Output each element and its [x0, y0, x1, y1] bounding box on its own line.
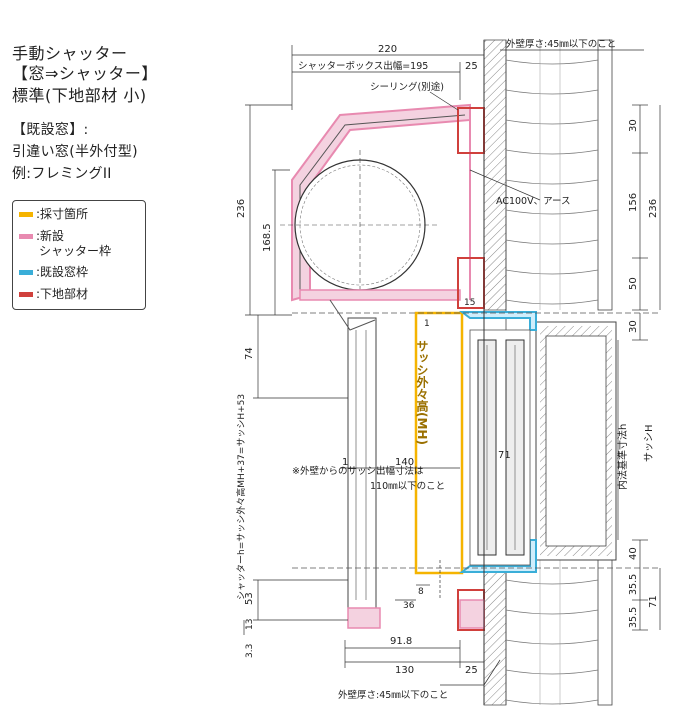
- note-wall-top: 外壁厚さ:45㎜以下のこと: [506, 38, 616, 50]
- measure-swatch-icon: [19, 212, 33, 217]
- dim-r35-5-b: 35.5: [628, 607, 639, 628]
- dim-r71: 71: [648, 595, 659, 608]
- dim-1-top: 1: [424, 319, 430, 329]
- note-sash-2: 110㎜以下のこと: [370, 481, 445, 492]
- legend-item-existing: :既設窓枠: [19, 265, 88, 280]
- dim-1-mid: 1: [342, 457, 348, 468]
- title-line-2: 【窓⇒シャッター】: [12, 64, 158, 83]
- dim-74: 74: [244, 347, 255, 360]
- legend: :採寸箇所 :新設 シャッター枠 :既設窓枠 :下地部材: [12, 200, 146, 310]
- new-frame-swatch-icon: [19, 234, 33, 239]
- dim-r156: 156: [628, 193, 639, 212]
- dimension-labels: 220 25 シャッターボックス出幅=195 236 168.5 74 15 1…: [236, 44, 659, 676]
- dim-220: 220: [378, 44, 397, 55]
- dim-140: 140: [395, 457, 414, 468]
- dimension-lines: [243, 45, 661, 686]
- base-swatch-icon: [19, 292, 33, 297]
- legend-item-measure: :採寸箇所: [19, 207, 88, 222]
- existing-window: [459, 311, 537, 573]
- sash-height-label: サッシ外々高(MH): [415, 340, 429, 445]
- dim-3-3: 3.3: [245, 644, 255, 658]
- existing-window-label: 【既設窓】:: [12, 122, 89, 138]
- dim-box-width: シャッターボックス出幅=195: [298, 60, 428, 72]
- shutter-curtain: [329, 299, 485, 629]
- existing-swatch-icon: [19, 270, 33, 275]
- dim-r30-mid: 30: [628, 320, 639, 333]
- dim-25-top: 25: [465, 61, 478, 72]
- dim-36: 36: [403, 601, 415, 611]
- note-shutter-h: シャッターh=サッシ外々高MH+37=サッシH+53: [235, 394, 247, 600]
- dim-r30-top: 30: [628, 119, 639, 132]
- note-sash-H: サッシH: [643, 424, 655, 462]
- note-sealing: シーリング(別途): [370, 81, 444, 93]
- dim-13: 13: [245, 619, 255, 630]
- wall: [483, 39, 617, 706]
- note-wall-bottom: 外壁厚さ:45㎜以下のこと: [338, 689, 448, 701]
- dim-53: 53: [244, 592, 255, 605]
- window-type: 引違い窓(半外付型): [12, 144, 138, 160]
- dim-168-5: 168.5: [262, 223, 273, 252]
- dim-r40: 40: [628, 547, 639, 560]
- dim-25-bottom: 25: [465, 665, 478, 676]
- title-line-1: 手動シャッター: [12, 44, 128, 63]
- dim-130: 130: [395, 665, 414, 676]
- dim-r35-5-a: 35.5: [628, 574, 639, 595]
- legend-item-base: :下地部材: [19, 287, 88, 302]
- note-power: AC100V、アース: [496, 196, 571, 207]
- dim-91-8: 91.8: [390, 636, 412, 647]
- note-inner-h: 内法基準寸法h: [616, 424, 629, 490]
- dim-71-mid: 71: [498, 450, 511, 461]
- legend-item-new-frame: :新設 シャッター枠: [19, 229, 111, 259]
- dim-r50: 50: [628, 277, 639, 290]
- dim-236-left: 236: [236, 199, 247, 218]
- dim-15: 15: [464, 298, 475, 308]
- dim-r236: 236: [648, 199, 659, 218]
- dim-8: 8: [418, 587, 424, 597]
- note-sash-1: ※外壁からのサッシ出幅寸法は: [292, 465, 424, 477]
- window-example: 例:フレミングII: [12, 166, 112, 182]
- title-line-3: 標準(下地部材 小): [12, 86, 147, 105]
- notes: 外壁厚さ:45㎜以下のこと シーリング(別途) AC100V、アース ※外壁から…: [235, 38, 655, 701]
- shutter-box: [280, 103, 471, 302]
